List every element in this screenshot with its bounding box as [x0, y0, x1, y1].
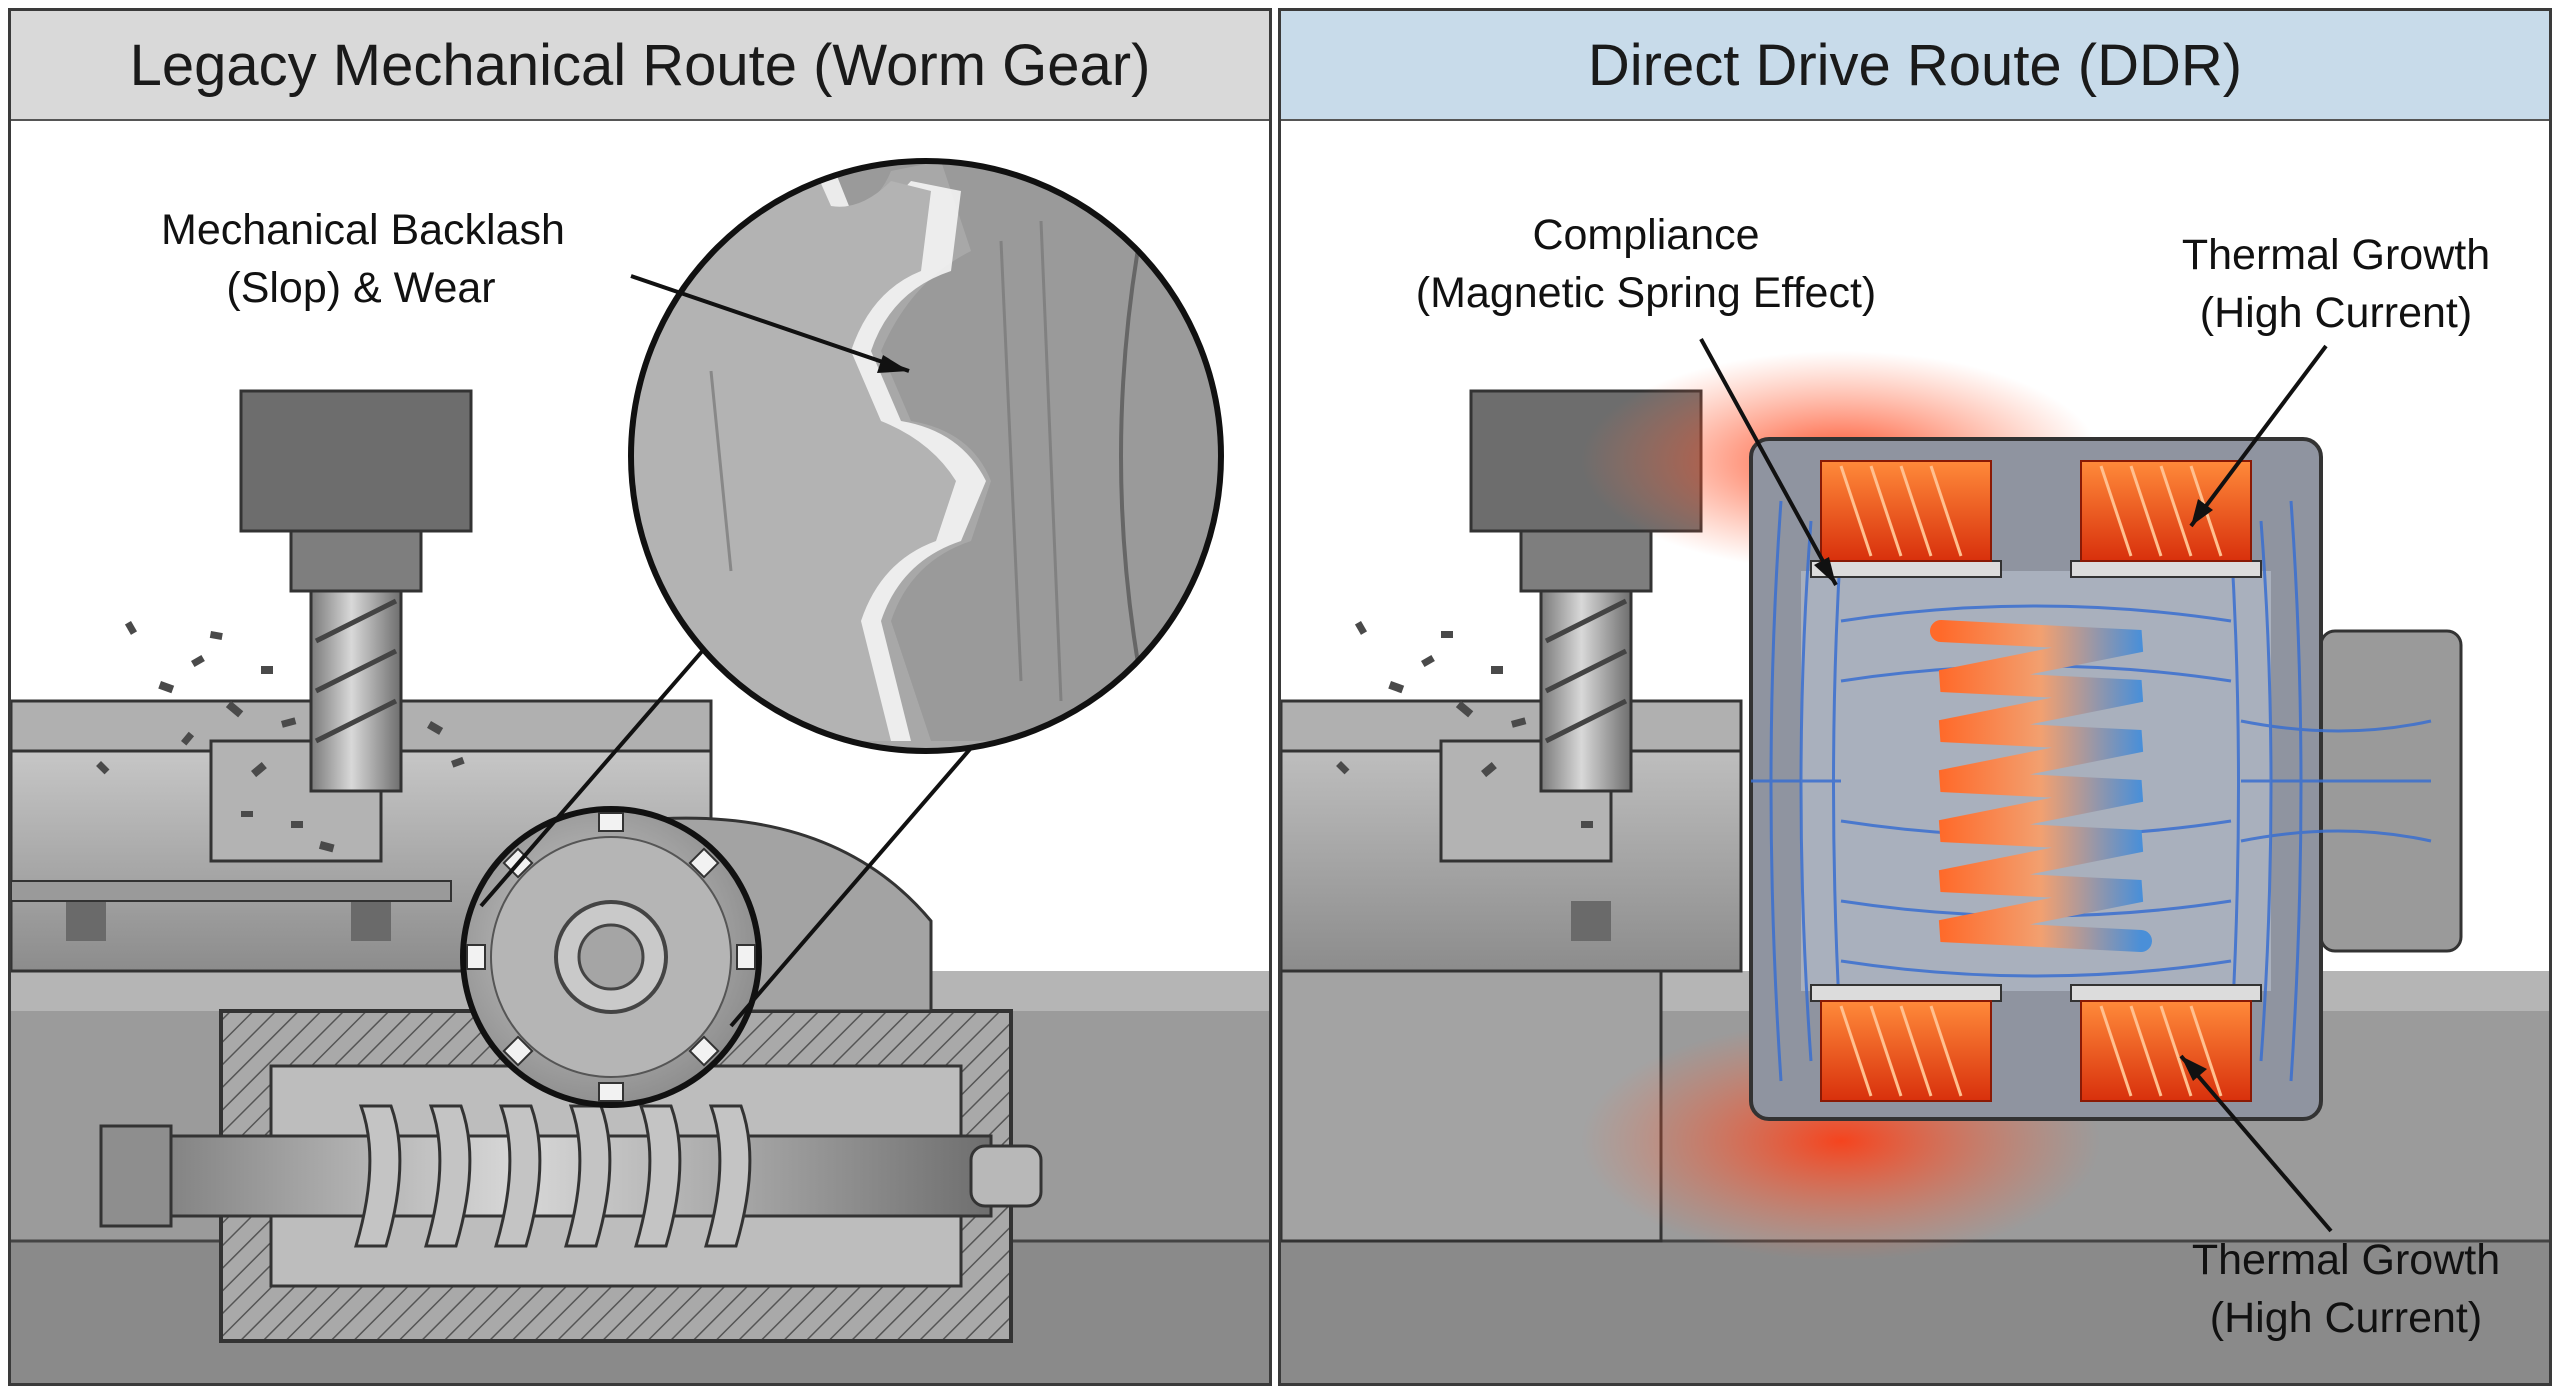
thermal-bottom-line1: Thermal Growth: [2191, 1236, 2501, 1284]
thermal-bottom-line2: (High Current): [2209, 1294, 2483, 1342]
thermal-growth-callout-top: Thermal Growth (High Current): [2141, 226, 2531, 342]
compliance-callout-line2: (Magnetic Spring Effect): [1415, 269, 1877, 317]
metal-chips: [1336, 621, 1593, 828]
hot-coils: [1820, 460, 2252, 1102]
metal-chips: [96, 621, 465, 853]
spindle-head: [239, 389, 473, 533]
gear-circle: [463, 809, 759, 1105]
backlash-callout-line1: Mechanical Backlash: [161, 206, 565, 254]
ddr-panel-title: Direct Drive Route (DDR): [1281, 11, 2549, 121]
backlash-callout-line2: (Slop) & Wear: [226, 264, 496, 312]
magnified-gear-detail: [631, 161, 1221, 751]
worm-gear-illustration: [11, 158, 1269, 1383]
end-mill: [1539, 589, 1633, 793]
thermal-growth-callout-bottom: Thermal Growth (High Current): [2151, 1231, 2541, 1347]
backlash-callout: Mechanical Backlash (Slop) & Wear: [161, 201, 565, 317]
compliance-callout: Compliance (Magnetic Spring Effect): [1386, 206, 1906, 322]
worm-shaft: [129, 1134, 993, 1218]
end-mill: [309, 589, 403, 793]
ddr-panel: Direct Drive Route (DDR): [1278, 8, 2552, 1386]
magnetic-spring: [1930, 620, 2152, 952]
direct-drive-illustration: [1281, 338, 2549, 1383]
legacy-panel: Legacy Mechanical Route (Worm Gear): [8, 8, 1272, 1386]
worm-threads: [353, 1104, 752, 1248]
compliance-callout-line1: Compliance: [1532, 211, 1760, 259]
thermal-top-line2: (High Current): [2199, 289, 2473, 337]
legacy-panel-title: Legacy Mechanical Route (Worm Gear): [11, 11, 1269, 121]
thermal-top-line1: Thermal Growth: [2181, 231, 2491, 279]
